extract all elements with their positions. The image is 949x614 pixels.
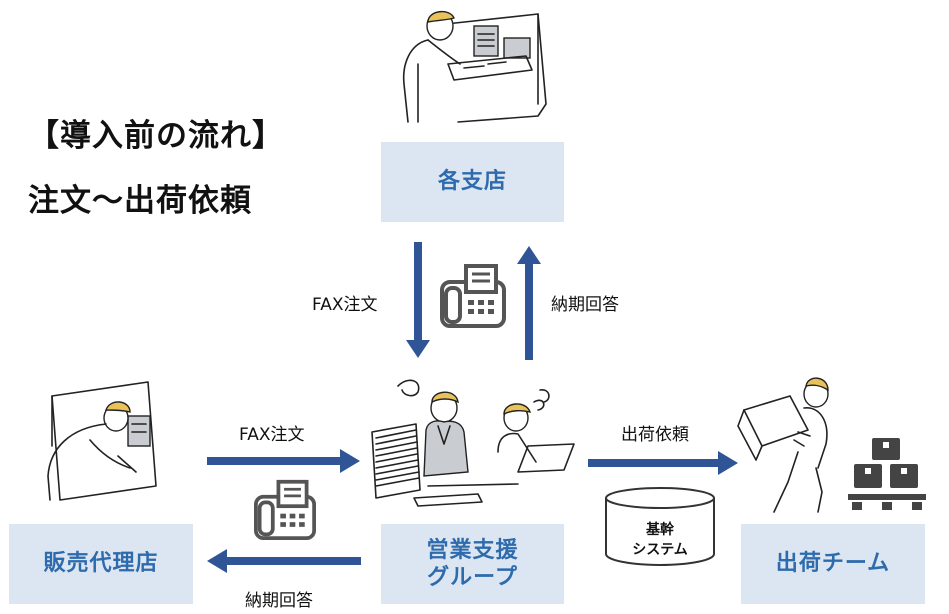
arrow-left-head	[207, 549, 227, 573]
pallet-boxes-icon	[848, 438, 926, 510]
arrow-right-shaft	[207, 457, 342, 465]
dealer-worker-illustration	[47, 381, 157, 501]
label-reply-bottom: 納期回答	[245, 591, 313, 611]
arrow-down-shaft	[414, 242, 422, 342]
node-dealer: 販売代理店	[9, 524, 193, 604]
arrow-left-shaft	[225, 557, 361, 565]
node-branch: 各支店	[381, 142, 564, 222]
arrow-up-head	[517, 246, 541, 264]
shipping-worker-illustration	[737, 377, 829, 513]
sales-support-illustration	[371, 379, 575, 507]
diagram-subtitle: 注文～出荷依頼	[28, 183, 252, 219]
node-branch-label: 各支店	[437, 169, 507, 195]
arrow-ship-shaft	[588, 459, 720, 467]
node-dealer-label: 販売代理店	[43, 551, 159, 577]
database-icon	[605, 487, 715, 566]
label-fax-order-left: FAX注文	[239, 425, 305, 445]
label-ship-request: 出荷依頼	[621, 425, 689, 445]
node-sales-support-label: 営業支援 グループ	[426, 537, 519, 591]
label-fax-order-top: FAX注文	[312, 295, 378, 315]
branch-worker-illustration	[402, 11, 547, 123]
arrow-right-head	[340, 449, 360, 473]
arrow-down-head	[406, 340, 430, 358]
arrow-ship-head	[718, 451, 738, 475]
fax-icon	[440, 264, 506, 328]
node-shipping: 出荷チーム	[741, 524, 925, 604]
fax-icon	[254, 479, 316, 540]
node-sales-support: 営業支援 グループ	[381, 524, 564, 604]
label-reply-top: 納期回答	[551, 295, 619, 315]
diagram-title: 【導入前の流れ】	[28, 118, 284, 154]
database-label: 基幹 システム	[632, 522, 688, 559]
node-shipping-label: 出荷チーム	[775, 551, 891, 577]
arrow-up-shaft	[525, 262, 533, 360]
